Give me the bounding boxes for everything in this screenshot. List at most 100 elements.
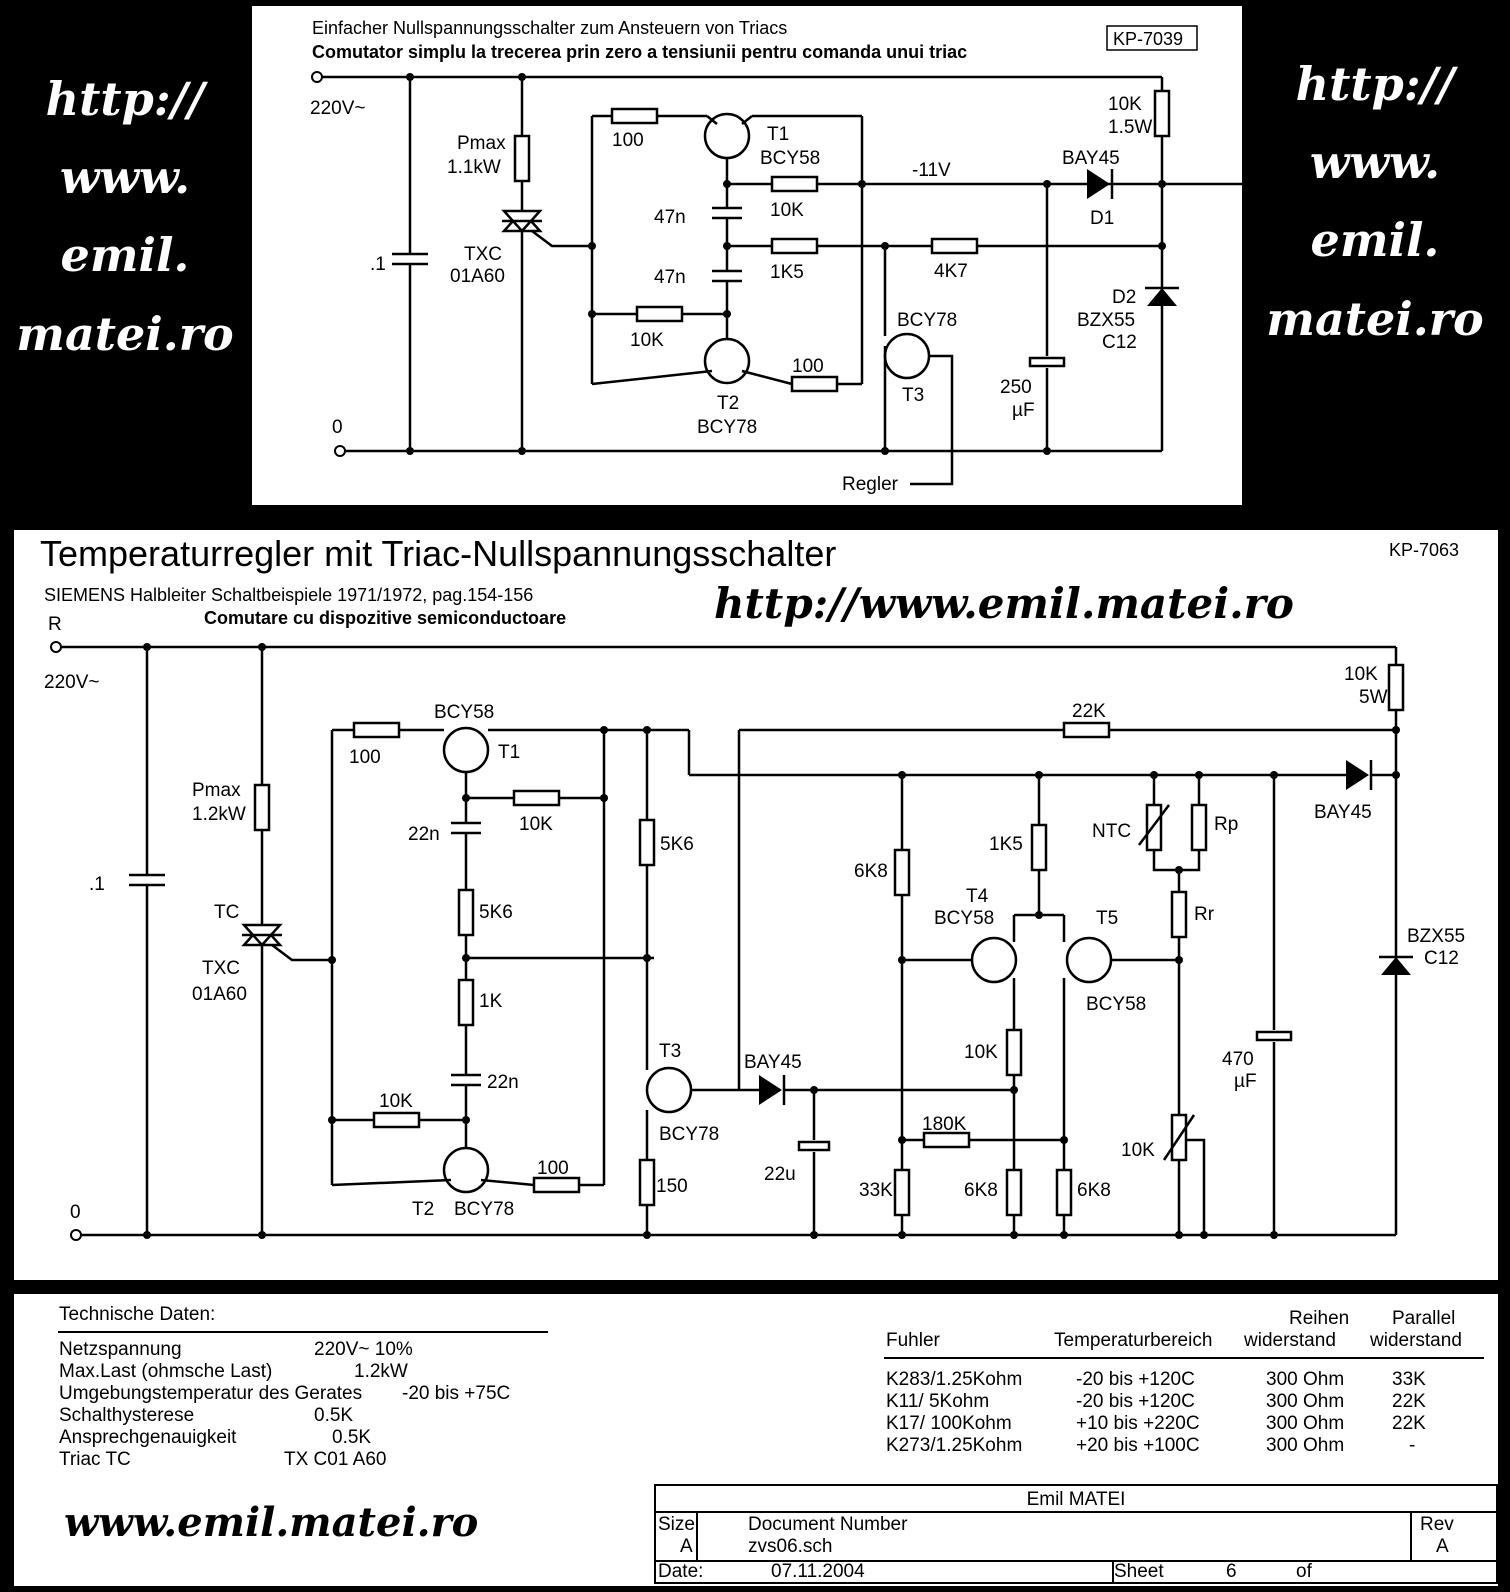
label-10k-c: 10K <box>964 1042 998 1063</box>
sensor-cell: -20 bis +120C <box>1076 1369 1195 1390</box>
label-22n-b: 22n <box>487 1072 519 1093</box>
label-47n-b: 47n <box>654 267 686 288</box>
label-bay45-a: BAY45 <box>744 1052 802 1073</box>
label-uf: µF <box>1234 1071 1257 1092</box>
sensor-cell: K17/ 100Kohm <box>886 1413 1012 1434</box>
terminal-0[interactable] <box>334 445 346 457</box>
bottom-schematic: Temperaturregler mit Triac-Nullspannungs… <box>40 533 1465 1241</box>
sensor-cell: 300 Ohm <box>1266 1413 1345 1434</box>
label-22k: 22K <box>1072 701 1106 722</box>
sheet-label: Sheet <box>1114 1561 1164 1582</box>
sensor-header: widerstand <box>1244 1330 1336 1351</box>
label-10k-a: 10K <box>519 814 553 835</box>
specs-divider <box>58 1331 548 1333</box>
label-33k: 33K <box>859 1180 893 1201</box>
label-pmax-val: 1.2kW <box>192 804 246 825</box>
label-4k7: 4K7 <box>934 261 968 282</box>
label-t2: T2 <box>717 393 739 414</box>
ntc-sensor <box>1145 803 1163 852</box>
label-txc2: 01A60 <box>192 984 247 1005</box>
watermark-line: http:// <box>1295 57 1455 111</box>
label-d2: D2 <box>1112 287 1136 308</box>
watermark-line: www. <box>1309 135 1441 190</box>
label-rp: Rp <box>1214 814 1238 835</box>
label-d1: D1 <box>1090 208 1114 229</box>
top-schematic: Einfacher Nullspannungsschalter zum Anst… <box>310 18 1297 495</box>
bottom-title: Temperaturregler mit Triac-Nullspannungs… <box>40 533 836 574</box>
label-bcy78-b: BCY78 <box>659 1124 719 1145</box>
spec-value: TX C01 A60 <box>284 1449 387 1470</box>
title-block-author: Emil MATEI <box>1026 1489 1126 1510</box>
diode-bay45-a <box>759 1075 782 1105</box>
spec-label: Ansprechgenauigkeit <box>59 1427 237 1448</box>
load-resistor <box>513 134 531 183</box>
label-txc2: 01A60 <box>450 266 505 287</box>
label-r: R <box>48 614 62 635</box>
label-22n-a: 22n <box>408 824 440 845</box>
rev-label: Rev <box>1420 1514 1454 1535</box>
transistor-t3 <box>883 332 931 380</box>
watermark-right: http:// www. emil. matei.ro <box>1255 45 1495 358</box>
label-15w: 1.5W <box>1108 117 1152 138</box>
bottom-subtitle-ro: Comutare cu dispozitive semiconductoare <box>204 608 566 628</box>
label-pmax: Pmax <box>192 780 241 801</box>
label-220v: 220V~ <box>310 98 365 119</box>
label-1k5: 1K5 <box>770 262 804 283</box>
label-470: 470 <box>1222 1049 1254 1070</box>
label-cap-01: .1 <box>89 874 105 895</box>
label-c12: C12 <box>1424 948 1459 969</box>
label-t1: T1 <box>767 124 789 145</box>
label-5k6-b: 5K6 <box>660 834 694 855</box>
label-6k8-a: 6K8 <box>854 861 888 882</box>
spec-label: Triac TC <box>59 1449 131 1470</box>
label-10k: 10K <box>770 200 804 221</box>
terminal-220v[interactable] <box>311 71 323 83</box>
info-panel: Technische Daten: Netzspannung 220V~ 10%… <box>14 1294 1498 1586</box>
label-1k5: 1K5 <box>989 834 1023 855</box>
label-22u: 22u <box>764 1164 796 1185</box>
terminal-0[interactable] <box>70 1229 82 1241</box>
docnum-value: zvs06.sch <box>748 1536 833 1557</box>
sensor-cell: 33K <box>1392 1369 1426 1390</box>
bottom-url: http://www.emil.matei.ro <box>714 579 1294 628</box>
sensor-cell: 300 Ohm <box>1266 1435 1345 1456</box>
sensor-cell: - <box>1409 1435 1416 1456</box>
sensor-cell: K283/1.25Kohm <box>886 1369 1023 1390</box>
label-100b: 100 <box>792 356 824 377</box>
transistor-t3 <box>645 1066 693 1114</box>
spec-label: Schalthysterese <box>59 1405 195 1426</box>
top-schematic-panel: Einfacher Nullspannungsschalter zum Anst… <box>252 6 1297 505</box>
transistor-t2 <box>442 1146 490 1194</box>
label-tc: TC <box>214 902 239 923</box>
sensor-header: Fuhler <box>886 1330 940 1351</box>
footer-url: www.emil.matei.ro <box>64 1499 479 1546</box>
label-100a: 100 <box>349 747 381 768</box>
watermark-line: www. <box>59 150 191 205</box>
label-6k8-b: 6K8 <box>964 1180 998 1201</box>
label-t5-type: BCY58 <box>1086 994 1146 1015</box>
label-uf: µF <box>1012 400 1035 421</box>
rev-value: A <box>1436 1536 1449 1557</box>
diode-d1 <box>1087 169 1110 199</box>
label-180k: 180K <box>922 1114 967 1135</box>
label-bzx55: BZX55 <box>1077 310 1135 331</box>
terminal-r[interactable] <box>50 641 62 653</box>
label-c12: C12 <box>1102 332 1137 353</box>
diode-bay45-b <box>1346 760 1369 790</box>
date-value: 07.11.2004 <box>771 1561 865 1582</box>
label-10k-5w: 10K <box>1344 664 1378 685</box>
date-label: Date: <box>658 1561 704 1582</box>
label-1k: 1K <box>479 991 503 1012</box>
label-t2: T2 <box>412 1199 434 1220</box>
size-label: Size <box>658 1514 695 1535</box>
label-txc: TXC <box>464 244 502 265</box>
label-pmax-val: 1.1kW <box>447 157 501 178</box>
label-bay45: BAY45 <box>1062 148 1120 169</box>
spec-value: 0.5K <box>332 1427 372 1448</box>
label-bzx55: BZX55 <box>1407 926 1465 947</box>
label-zero: 0 <box>332 417 343 438</box>
watermark-line: emil. <box>60 228 190 283</box>
of-label: of <box>1296 1561 1312 1582</box>
label-6k8-c: 6K8 <box>1077 1180 1111 1201</box>
label-100a: 100 <box>612 130 644 151</box>
